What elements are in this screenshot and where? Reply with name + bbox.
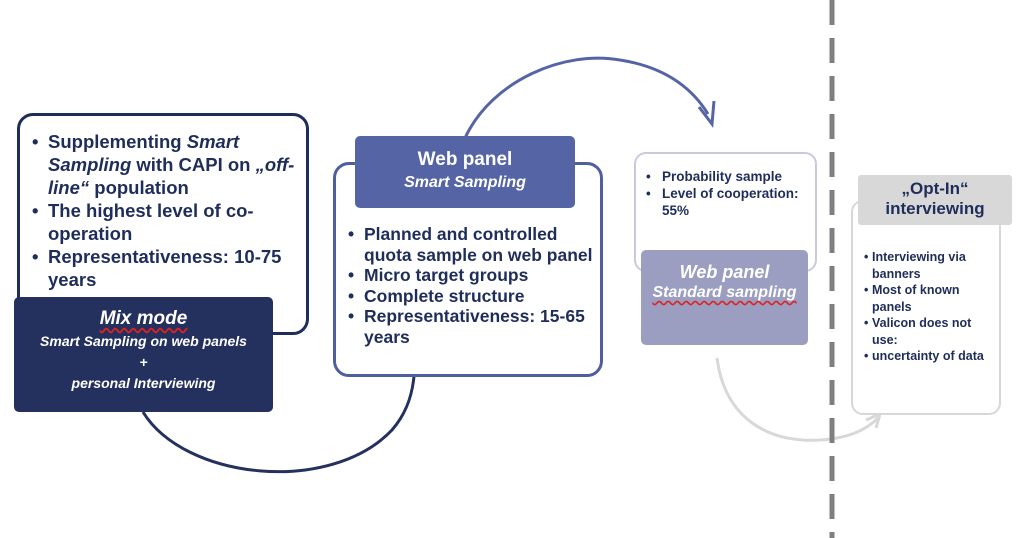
opt-in-label: „Opt-In“ interviewing xyxy=(858,175,1012,225)
mix-mode-bullet: Representativeness: 10-75 years xyxy=(32,245,300,291)
connector-arc-bottom-right xyxy=(715,357,880,442)
opt-in-bullet: Most of known panels xyxy=(864,282,994,315)
web-panel-standard-bullet-list: Probability sample Level of cooperation:… xyxy=(646,168,811,219)
web-panel-standard-bullet: Probability sample xyxy=(646,168,811,185)
web-panel-standard-label: Web panel Standard sampling xyxy=(641,250,808,345)
web-panel-smart-bullet: Micro target groups xyxy=(348,265,598,286)
mix-mode-subtitle-line1: Smart Sampling on web panels xyxy=(40,333,247,349)
mix-mode-title: Mix mode xyxy=(99,308,188,329)
connector-arc-bottom-left xyxy=(141,375,416,474)
connector-arrowhead-top xyxy=(697,100,716,128)
web-panel-smart-label: Web panel Smart Sampling xyxy=(355,136,575,208)
opt-in-bullet-list: Interviewing via banners Most of known p… xyxy=(864,249,994,365)
web-panel-smart-subtitle: Smart Sampling xyxy=(404,174,526,191)
opt-in-bullet: Interviewing via banners xyxy=(864,249,994,282)
opt-in-title: „Opt-In“ interviewing xyxy=(885,179,985,218)
opt-in-bullet: uncertainty of data xyxy=(864,348,994,365)
mix-mode-label: Mix mode Smart Sampling on web panels + … xyxy=(14,297,273,412)
mix-mode-bullet-list: Supplementing Smart Sampling with CAPI o… xyxy=(32,130,300,291)
mix-mode-subtitle-line2: + xyxy=(139,354,148,370)
opt-in-bullet: Valicon does not use: xyxy=(864,315,994,348)
web-panel-standard-title: Web panel xyxy=(679,262,770,282)
connector-arc-top xyxy=(463,56,710,139)
web-panel-smart-bullet-list: Planned and controlled quota sample on w… xyxy=(348,224,598,347)
web-panel-smart-bullet: Complete structure xyxy=(348,286,598,307)
web-panel-smart-title: Web panel xyxy=(417,149,513,170)
mix-mode-subtitle-line3: personal Interviewing xyxy=(71,375,216,391)
web-panel-standard-bullet: Level of cooperation: 55% xyxy=(646,185,811,219)
web-panel-smart-bullet: Planned and controlled quota sample on w… xyxy=(348,224,598,265)
web-panel-smart-bullet: Representativeness: 15-65 years xyxy=(348,306,598,347)
web-panel-standard-subtitle: Standard sampling xyxy=(652,284,797,301)
mix-mode-bullet: The highest level of co-operation xyxy=(32,199,300,245)
mix-mode-bullet: Supplementing Smart Sampling with CAPI o… xyxy=(32,130,300,199)
